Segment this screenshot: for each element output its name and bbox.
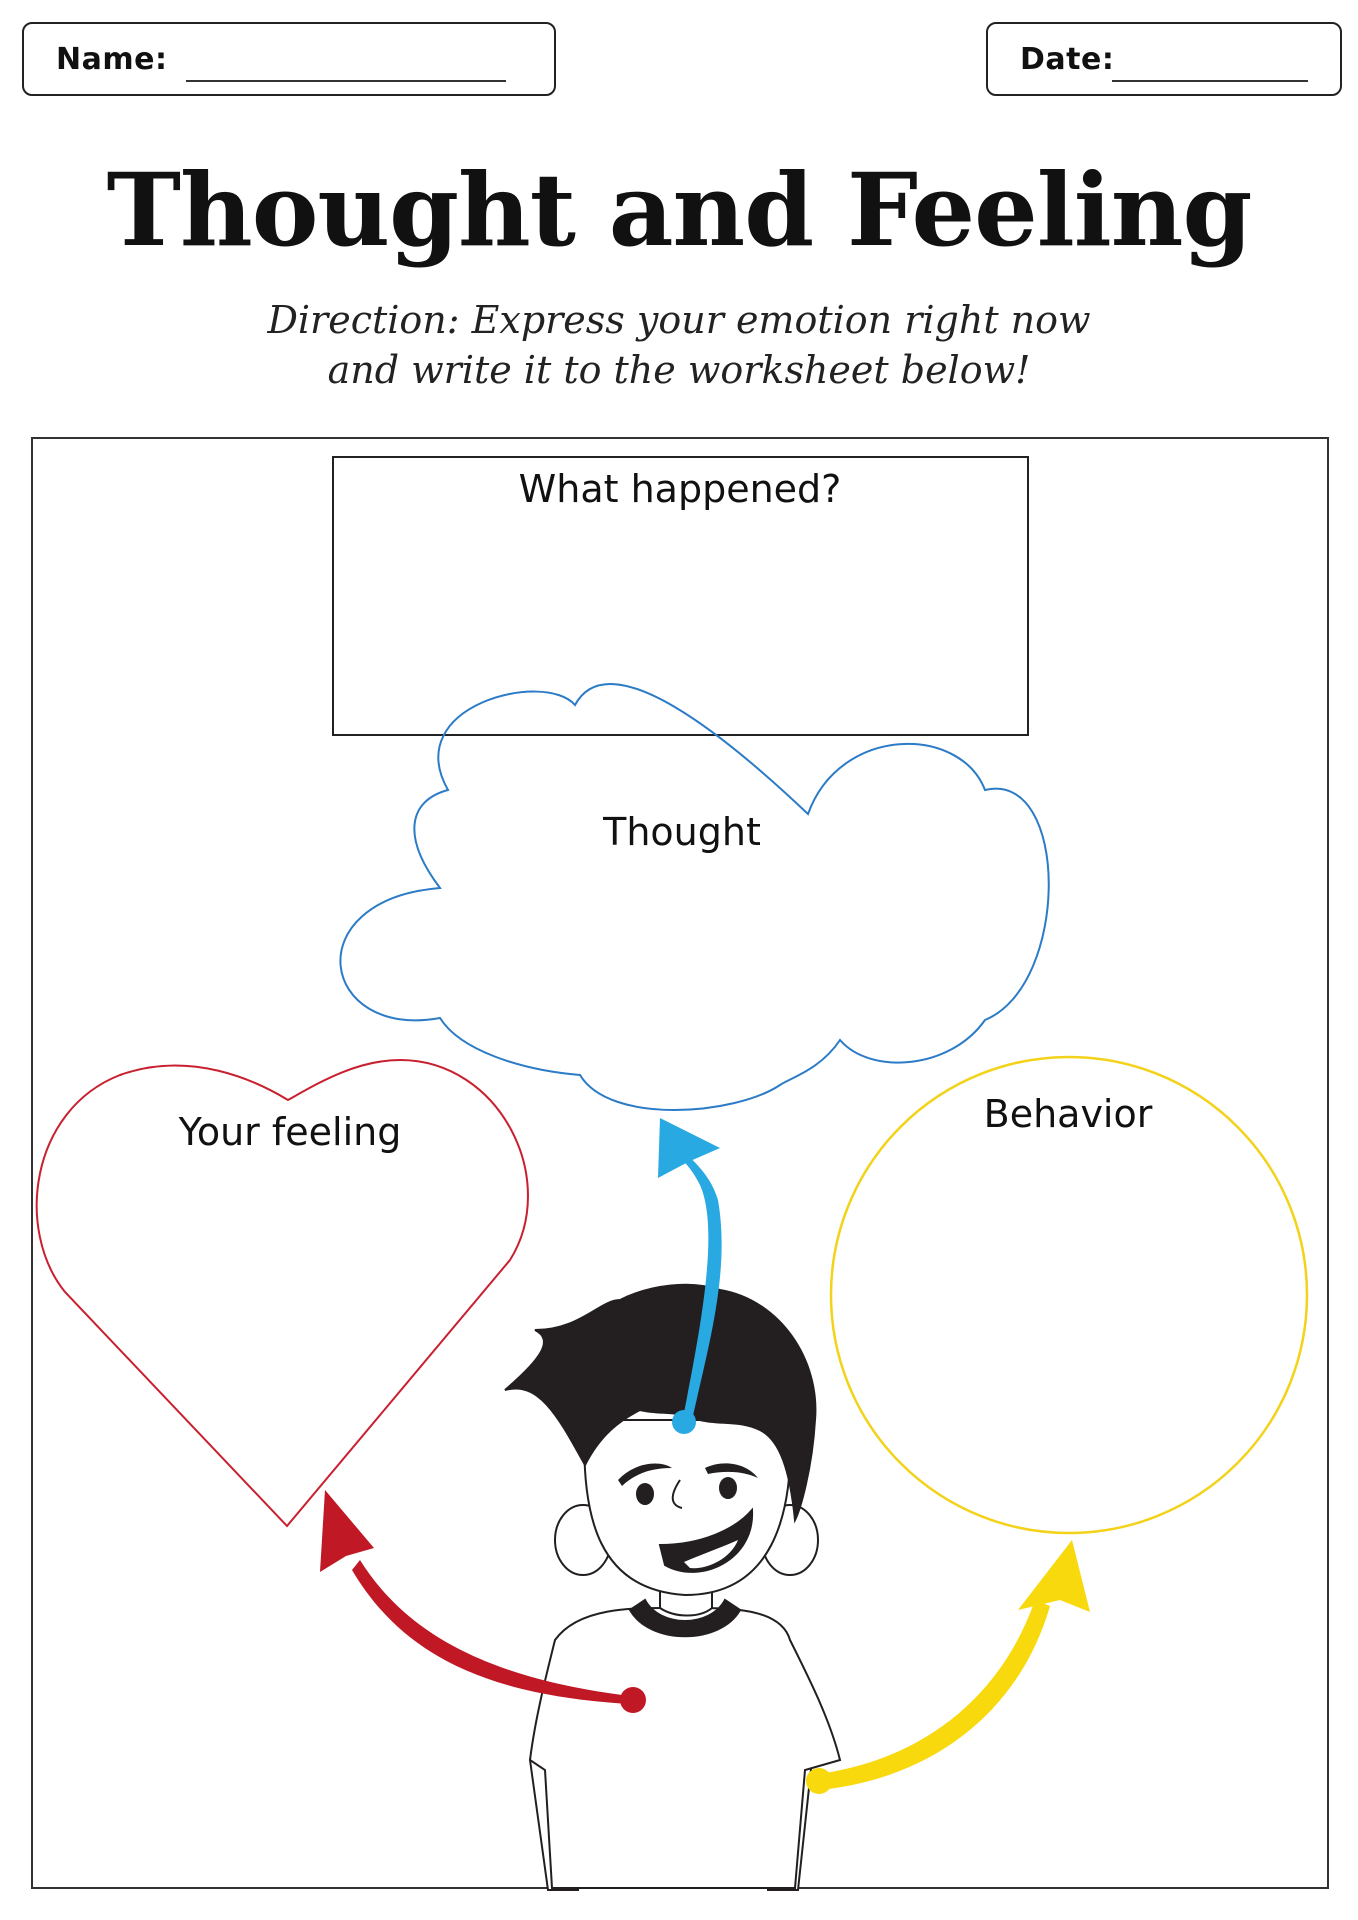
child-shirt (528, 1606, 842, 1889)
name-field-box[interactable]: Name: (22, 22, 556, 96)
name-label: Name: (56, 41, 168, 77)
child-left-eyebrow (618, 1463, 672, 1486)
child-left-eye (636, 1483, 654, 1505)
child-right-eye (719, 1477, 737, 1499)
feeling-arrow (320, 1490, 646, 1713)
worksheet-title: Thought and Feeling (106, 151, 1253, 269)
directions-text: Direction: Express your emotion right no… (0, 295, 1358, 395)
date-field-box[interactable]: Date: (986, 22, 1342, 96)
behavior-circle[interactable] (829, 1055, 1309, 1535)
feeling-label: Your feeling (178, 1110, 402, 1154)
child-collar (628, 1598, 742, 1638)
thought-arrow (658, 1118, 722, 1434)
child-mouth (658, 1507, 754, 1573)
thought-label: Thought (602, 810, 761, 854)
directions-line-1: Direction: Express your emotion right no… (267, 298, 1091, 342)
what-happened-label: What happened? (519, 467, 842, 511)
feeling-heart[interactable] (35, 1058, 529, 1528)
behavior-arrow (806, 1540, 1090, 1794)
child-right-eyebrow (705, 1463, 758, 1478)
what-happened-box[interactable] (332, 456, 1029, 736)
behavior-label: Behavior (984, 1092, 1153, 1136)
directions-line-2: and write it to the worksheet below! (327, 348, 1031, 392)
child-nose (671, 1479, 683, 1509)
thought-cloud[interactable] (339, 683, 1050, 1111)
date-write-line[interactable] (1112, 80, 1308, 82)
child-hair (504, 1283, 817, 1524)
name-write-line[interactable] (186, 80, 506, 82)
child-illustration (504, 1283, 842, 1891)
date-label: Date: (1020, 41, 1115, 77)
child-tongue (684, 1540, 738, 1569)
